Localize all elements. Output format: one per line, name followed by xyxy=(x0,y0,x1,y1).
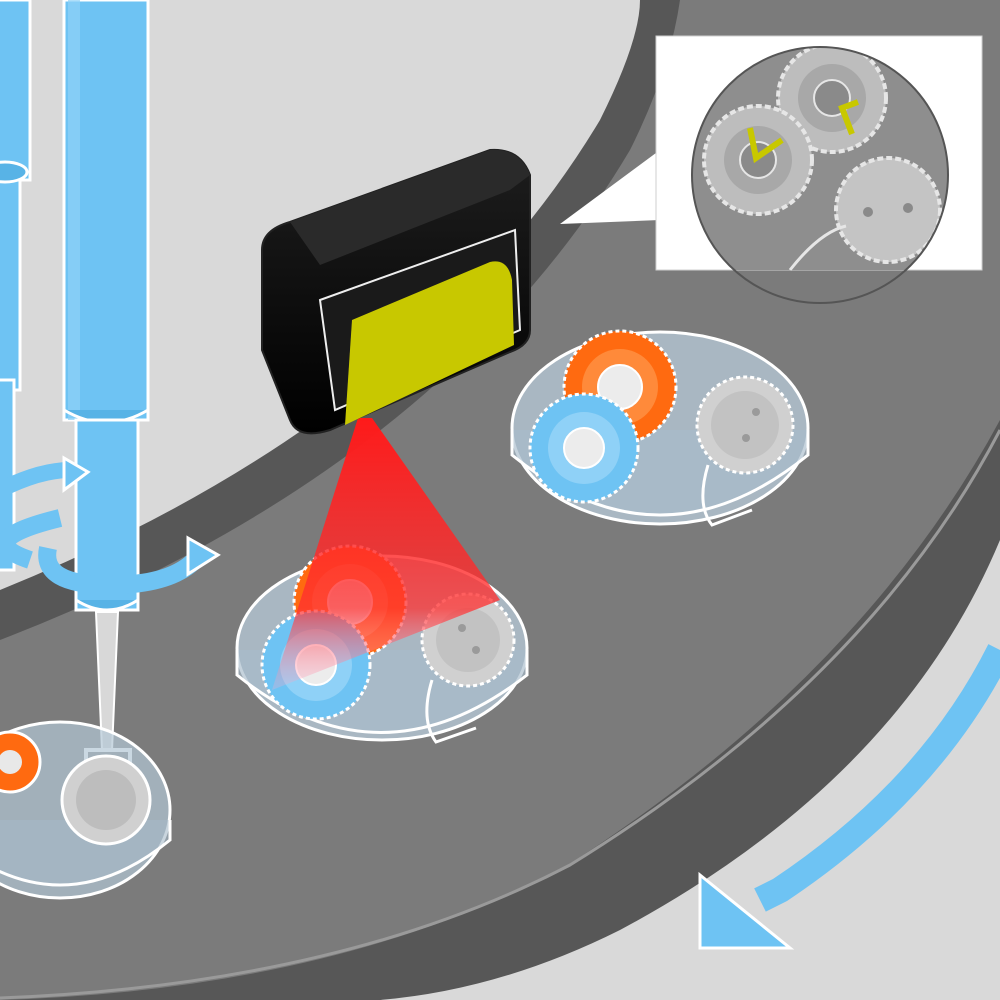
orientation-mark xyxy=(838,99,860,136)
tray-left xyxy=(0,720,172,900)
laser-beam xyxy=(272,418,500,690)
conveyor-direction-arrow-icon xyxy=(698,644,1000,950)
camera-sensor-icon xyxy=(261,148,531,435)
magnified-inspection-icon xyxy=(560,35,983,304)
tray-waiting xyxy=(510,329,810,527)
track-edge xyxy=(0,429,1000,1000)
orientation-mark xyxy=(747,127,784,164)
camera-lens xyxy=(345,261,514,425)
floor-outer xyxy=(380,540,1000,1000)
rotation-arrow-icon xyxy=(0,455,221,595)
robot-arm-icon xyxy=(0,0,150,782)
